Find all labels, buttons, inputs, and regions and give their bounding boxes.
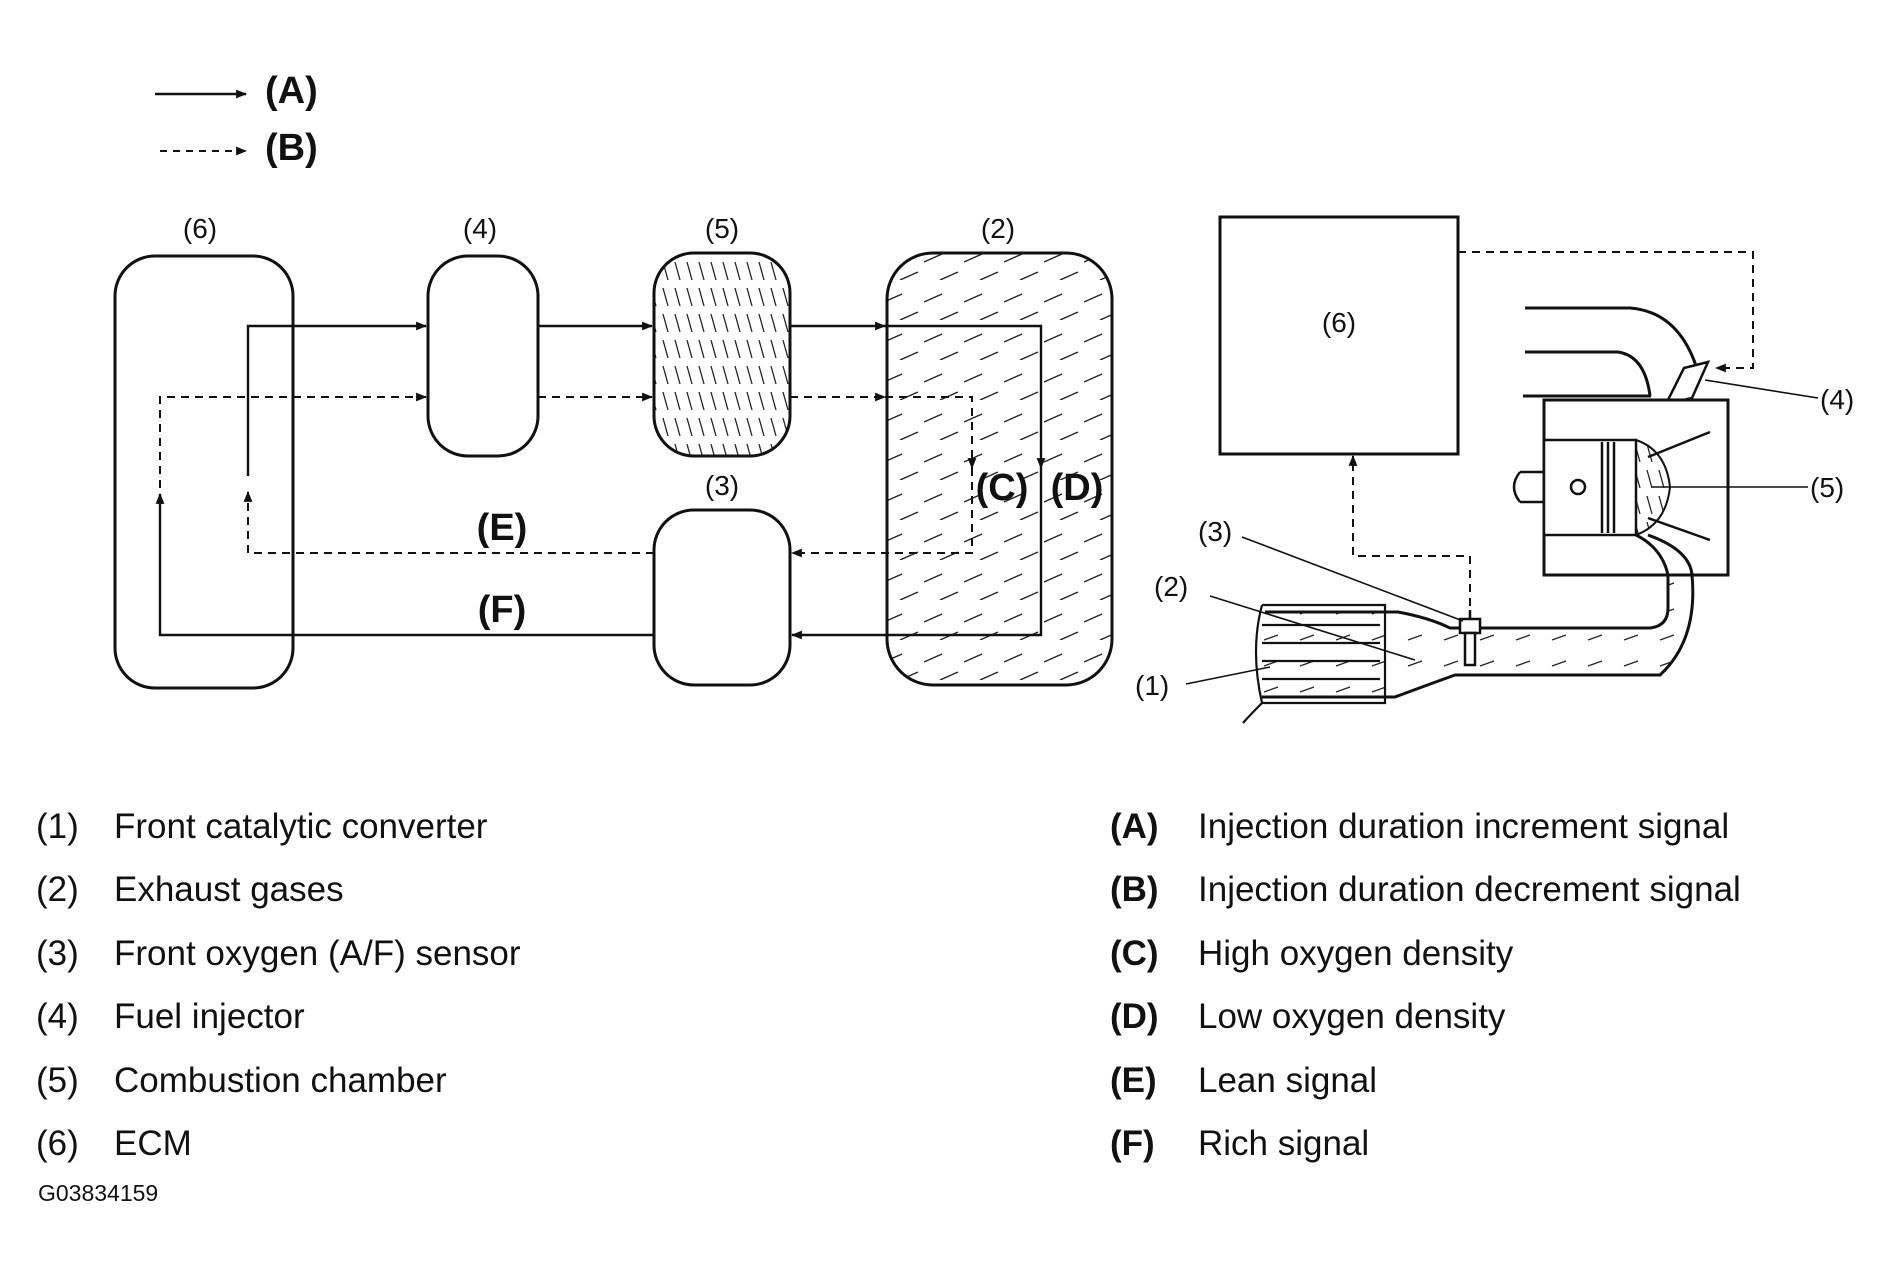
figure-id: G03834159 [38, 1180, 159, 1206]
item-code: (A) [1110, 806, 1159, 846]
label-rich-signal: (F) [478, 589, 527, 631]
callout-2: (2) [1154, 571, 1188, 602]
list-item: (3) Front oxygen (A/F) sensor [36, 922, 521, 986]
exhaust-pipe [1262, 533, 1695, 699]
item-text: ECM [114, 1124, 192, 1164]
box-label-4: (4) [463, 213, 497, 244]
list-item: (1) Front catalytic converter [36, 795, 521, 859]
ecm-box [113, 254, 295, 690]
sensor-to-ecm-signal [1348, 454, 1471, 620]
callout-leaders [1185, 379, 1819, 685]
item-text: Combustion chamber [114, 1060, 447, 1100]
item-code: (B) [1110, 870, 1159, 910]
list-item: (6) ECM [36, 1113, 521, 1177]
box-label-3: (3) [705, 470, 739, 501]
callout-5: (5) [1810, 472, 1844, 503]
piston-icon [1512, 438, 1638, 537]
box-label-5: (5) [705, 213, 739, 244]
list-item: (C) High oxygen density [1110, 922, 1741, 986]
item-code: (3) [36, 933, 79, 973]
intake-port [1523, 306, 1700, 398]
front-catalytic-converter [1242, 603, 1387, 724]
item-text: Low oxygen density [1198, 997, 1506, 1037]
item-code: (6) [36, 1124, 79, 1164]
flow-ecm-to-injector-dashed [159, 392, 428, 488]
item-text: Injection duration increment signal [1198, 806, 1730, 846]
item-code: (D) [1110, 997, 1159, 1037]
list-item: (E) Lean signal [1110, 1049, 1741, 1113]
legend-key-b: (B) [255, 127, 318, 170]
flow-lean-signal [243, 490, 654, 554]
legend-key-a-label: (A) [265, 70, 318, 112]
list-item: (F) Rich signal [1110, 1113, 1741, 1177]
flow-high-oxygen-path [885, 396, 977, 470]
flow-rich-signal [155, 492, 654, 637]
box-label-6: (6) [183, 213, 217, 244]
list-item: (4) Fuel injector [36, 986, 521, 1050]
box-label-2: (2) [981, 213, 1015, 244]
oxygen-sensor-box [652, 508, 792, 687]
item-code: (4) [36, 997, 79, 1037]
item-code: (F) [1110, 1124, 1155, 1164]
fuel-injector-icon [1663, 360, 1711, 406]
item-code: (1) [36, 806, 79, 846]
ecm-to-injector-signal [1458, 251, 1754, 373]
list-item: (2) Exhaust gases [36, 859, 521, 923]
flow-ecm-to-injector-solid [246, 321, 428, 476]
item-code: (C) [1110, 933, 1159, 973]
label-low-oxygen: (D) [1051, 467, 1104, 509]
list-item: (A) Injection duration increment signal [1110, 795, 1741, 859]
fuel-injector-box [426, 254, 540, 458]
flow-low-oxygen-path [885, 324, 1046, 470]
item-text: Rich signal [1198, 1124, 1370, 1164]
component-list: (1) Front catalytic converter (2) Exhaust … [36, 795, 521, 1176]
combustion-chamber-box [652, 251, 792, 458]
item-text: High oxygen density [1198, 933, 1514, 973]
callout-1: (1) [1135, 670, 1169, 701]
dashed-signal-path [159, 392, 977, 558]
valve-stems [1647, 430, 1711, 542]
item-text: Fuel injector [114, 997, 305, 1037]
exhaust-gases-box [885, 251, 1114, 687]
item-text: Lean signal [1198, 1060, 1378, 1100]
signal-list: (A) Injection duration increment signal (… [1110, 795, 1741, 1176]
exhaust-pipe-gas [1262, 575, 1693, 697]
ecm-unit-label: (6) [1322, 307, 1356, 338]
oxygen-sensor-icon [1458, 610, 1482, 667]
legend-key-b-label: (B) [265, 127, 318, 169]
label-high-oxygen: (C) [976, 467, 1029, 509]
item-text: Exhaust gases [114, 870, 344, 910]
solid-signal-path [155, 321, 1046, 640]
item-text: Injection duration decrement signal [1198, 870, 1741, 910]
engine-diagram: (6) [1135, 215, 1854, 724]
ecm-unit [1218, 215, 1460, 456]
item-text: Front catalytic converter [114, 806, 488, 846]
list-item: (B) Injection duration decrement signal [1110, 859, 1741, 923]
label-lean-signal: (E) [477, 507, 528, 549]
item-text: Front oxygen (A/F) sensor [114, 933, 521, 973]
flow-rich-return [790, 468, 1043, 640]
legend-key-a: (A) [255, 70, 318, 113]
callout-3: (3) [1198, 516, 1232, 547]
block-diagram [113, 251, 1114, 690]
item-code: (E) [1110, 1060, 1157, 1100]
item-code: (5) [36, 1060, 79, 1100]
item-code: (2) [36, 870, 79, 910]
list-item: (D) Low oxygen density [1110, 986, 1741, 1050]
callout-4: (4) [1820, 384, 1854, 415]
flow-lean-return [790, 468, 973, 558]
list-item: (5) Combustion chamber [36, 1049, 521, 1113]
